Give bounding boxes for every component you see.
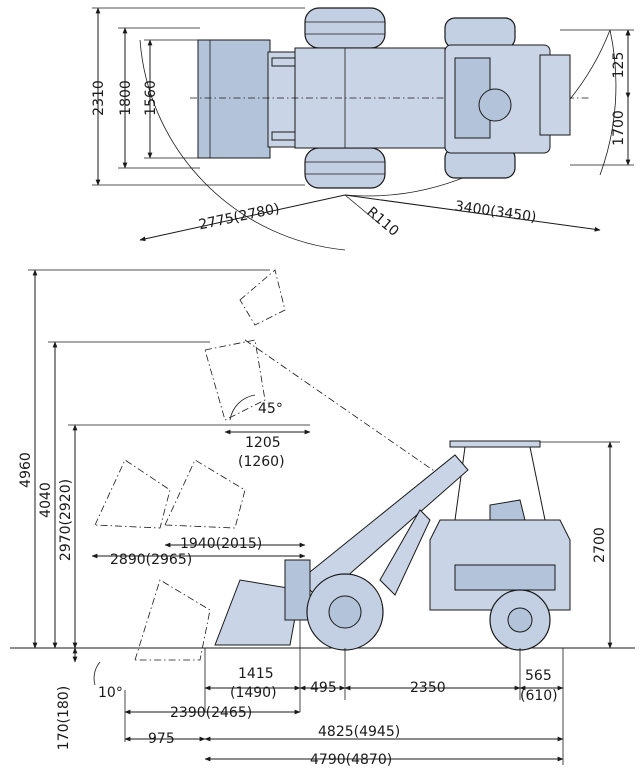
top-tire-front-left: [304, 7, 386, 49]
dump-reach-a: 1205: [245, 435, 281, 451]
bucket-raised-dump: [204, 339, 266, 421]
overall-length: 4790(4870): [310, 752, 392, 768]
rear-overhang-b: (610): [520, 688, 558, 704]
top-tread-width: 1560: [143, 80, 159, 116]
top-seat: [478, 88, 512, 122]
dig-depth: 170(180): [56, 686, 72, 750]
top-body-radius: 3400(3450): [454, 198, 538, 225]
dump-angle: 45°: [258, 401, 283, 417]
bucket-reach: 1940(2015): [180, 536, 262, 552]
top-bucket: [197, 39, 271, 159]
top-inner-radius: R110: [363, 204, 401, 240]
top-rear-offset: 125: [611, 52, 627, 79]
front-overhang: 495: [310, 680, 337, 696]
top-tire-rear-left: [444, 17, 516, 49]
rollback-angle: 10°: [98, 685, 123, 701]
top-view: 2310 1800 1560 125 1700 2775(2780) 3400(…: [91, 7, 634, 251]
top-bucket-width: 1800: [118, 80, 134, 116]
dump-reach-b: (1260): [238, 454, 285, 470]
dump-clearance: 2970(2920): [58, 479, 74, 561]
bucket-to-axle: 2390(2465): [170, 705, 252, 721]
side-view: 4960 4040 2970(2920) 2700 170(180) 45° 1…: [10, 269, 635, 768]
bucket-mid-left: [94, 459, 171, 529]
bucket-offset-a: 1415: [238, 666, 274, 682]
top-overall-width: 2310: [91, 80, 107, 116]
top-tire-front-right: [304, 147, 386, 189]
wheelbase: 2350: [410, 680, 446, 696]
rear-overhang-a: 565: [525, 668, 552, 684]
bucket-mid-right: [164, 459, 246, 529]
canopy: [449, 440, 541, 448]
top-rear-width: 1700: [611, 110, 627, 146]
bucket-raised-max: [239, 269, 286, 326]
pin-height: 4040: [38, 482, 54, 518]
bucket-offset-b: (1490): [230, 685, 277, 701]
operator-seat: [489, 499, 526, 521]
canopy-height: 2700: [592, 527, 608, 563]
overall-length-total: 4825(4945): [318, 724, 400, 740]
max-lift-height: 4960: [18, 452, 34, 488]
bucket-length: 2890(2965): [110, 552, 192, 568]
bucket-extension: 975: [148, 731, 175, 747]
